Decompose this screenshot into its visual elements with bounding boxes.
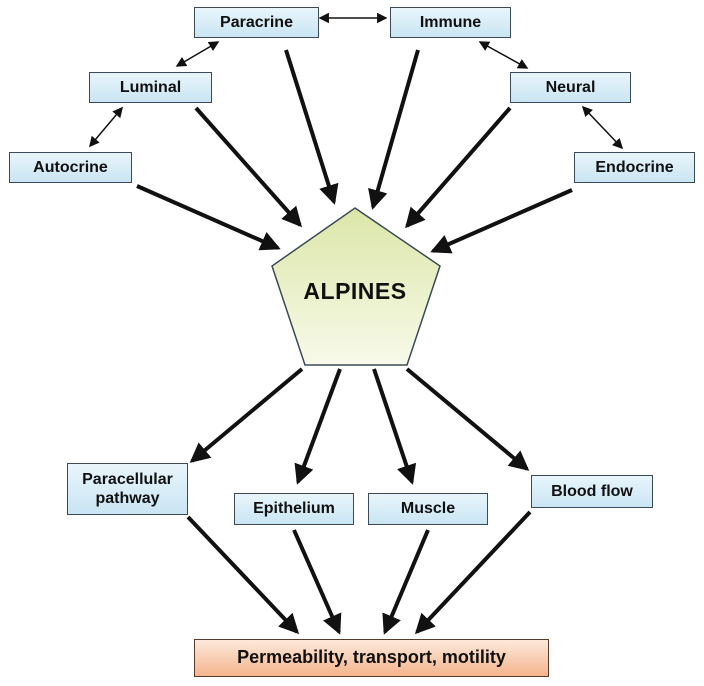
neural-label: Neural <box>545 78 596 96</box>
autocrine-label: Autocrine <box>33 158 108 176</box>
arrow-paracrine-alpines <box>284 49 339 205</box>
paracrine-label: Paracrine <box>220 13 293 31</box>
box-muscle: Muscle <box>368 493 488 525</box>
arrow-autocrine-alpines <box>136 184 281 251</box>
alpines-pentagon <box>271 207 441 366</box>
box-paracellular-pathway: Paracellular pathway <box>67 463 188 515</box>
arrow-alpines-muscle <box>372 368 417 485</box>
arrow-alpines-paracellular <box>189 367 304 463</box>
arrow-immune-alpines <box>368 49 420 210</box>
arrow-endocrine-alpines <box>430 188 573 254</box>
box-autocrine: Autocrine <box>9 152 132 183</box>
luminal-label: Luminal <box>119 78 182 96</box>
immune-label: Immune <box>419 13 482 31</box>
paracellular-label: Paracellular pathway <box>82 470 173 507</box>
box-paracrine: Paracrine <box>194 7 319 38</box>
arrow-neural-endocrine <box>581 105 624 150</box>
box-blood-flow: Blood flow <box>531 475 653 508</box>
arrow-paracrine-luminal <box>175 41 220 67</box>
box-immune: Immune <box>390 7 511 38</box>
arrow-immune-neural <box>478 41 529 69</box>
arrow-epithelium-output <box>292 529 342 635</box>
box-neural: Neural <box>510 72 631 103</box>
alpines-label: ALPINES <box>303 278 407 304</box>
arrow-paracellular-output <box>186 515 300 635</box>
arrow-muscle-output <box>382 529 430 635</box>
epithelium-label: Epithelium <box>253 500 335 518</box>
arrow-luminal-alpines <box>194 106 302 228</box>
box-epithelium: Epithelium <box>234 493 354 525</box>
arrow-alpines-epithelium <box>294 368 342 485</box>
arrow-luminal-autocrine <box>88 106 124 148</box>
box-luminal: Luminal <box>89 72 212 103</box>
arrow-neural-alpines <box>405 106 512 229</box>
blood-flow-label: Blood flow <box>551 482 633 500</box>
endocrine-label: Endocrine <box>595 158 674 176</box>
arrow-bloodflow-output <box>414 510 532 635</box>
box-output: Permeability, transport, motility <box>194 639 549 677</box>
output-label: Permeability, transport, motility <box>237 647 506 668</box>
arrow-alpines-bloodflow <box>405 367 530 471</box>
box-endocrine: Endocrine <box>574 152 695 183</box>
muscle-label: Muscle <box>400 500 456 518</box>
